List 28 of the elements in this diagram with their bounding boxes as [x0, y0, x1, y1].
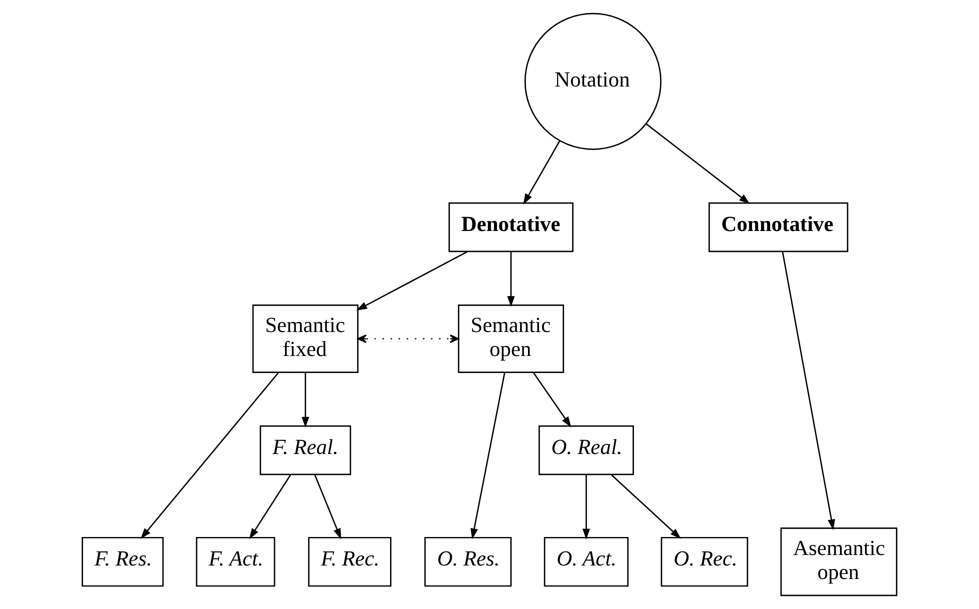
- node-box: Asemantic open: [780, 528, 898, 596]
- node-box: Semantic fixed: [252, 304, 358, 374]
- arrow: [533, 372, 572, 428]
- node-box: F. Res.: [82, 536, 164, 587]
- node-circle: Notation: [524, 12, 662, 150]
- arrow: [782, 252, 836, 530]
- arrow: [507, 252, 515, 307]
- node-box: O. Real.: [538, 425, 634, 476]
- arrow: [140, 372, 279, 539]
- arrow: [523, 140, 560, 205]
- node-box: Semantic open: [458, 304, 564, 374]
- arrow: [249, 474, 292, 540]
- node-box: Connotative: [708, 202, 848, 252]
- arrow: [302, 372, 310, 428]
- node-box: O. Act.: [544, 536, 629, 587]
- node-box: F. Rec.: [308, 536, 392, 587]
- arrow: [470, 372, 506, 540]
- arrow: [646, 123, 750, 204]
- node-box: O. Res.: [424, 536, 512, 587]
- arrow: [582, 474, 590, 540]
- node-box: Denotative: [448, 202, 574, 252]
- node-box: O. Rec.: [660, 536, 748, 587]
- arrow: [610, 474, 681, 539]
- node-box: F. Real.: [260, 425, 352, 476]
- arrow: [356, 251, 468, 310]
- node-box: F. Act.: [196, 536, 276, 587]
- arrow: [314, 474, 342, 540]
- arrow: [357, 334, 460, 344]
